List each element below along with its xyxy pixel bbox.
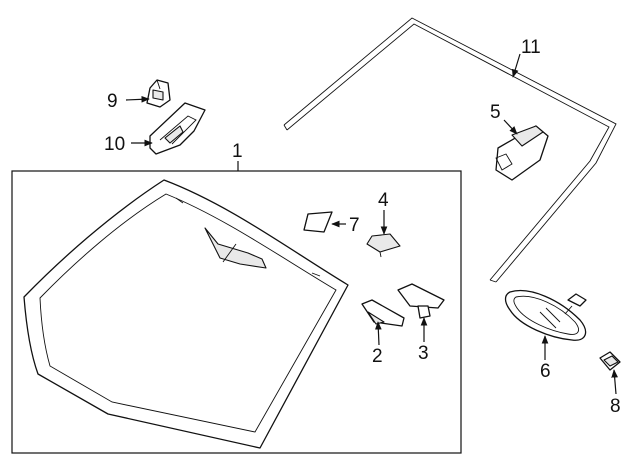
callout-9: 9 xyxy=(107,91,118,112)
sensor-5 xyxy=(495,125,549,181)
callout-6: 6 xyxy=(540,361,551,382)
cover-2 xyxy=(361,299,405,327)
windshield-glass xyxy=(23,179,349,449)
clip-8 xyxy=(599,351,621,371)
assembly-box xyxy=(11,170,462,454)
moulding-strip-11 xyxy=(283,17,617,283)
mirror-6 xyxy=(504,290,587,341)
callout-3: 3 xyxy=(418,343,429,364)
callout-1: 1 xyxy=(232,141,243,162)
callout-8: 8 xyxy=(610,396,621,417)
leader-lines xyxy=(125,53,618,395)
pad-4 xyxy=(366,233,401,258)
callout-2: 2 xyxy=(372,346,383,367)
callout-4: 4 xyxy=(378,190,389,211)
cover-3 xyxy=(397,283,445,319)
callout-10: 10 xyxy=(104,134,125,155)
callout-5: 5 xyxy=(490,102,501,123)
bracket-10 xyxy=(149,102,206,155)
callout-11: 11 xyxy=(521,37,541,58)
pad-7 xyxy=(303,211,333,233)
callout-7: 7 xyxy=(349,215,360,236)
clip-9 xyxy=(146,79,171,108)
